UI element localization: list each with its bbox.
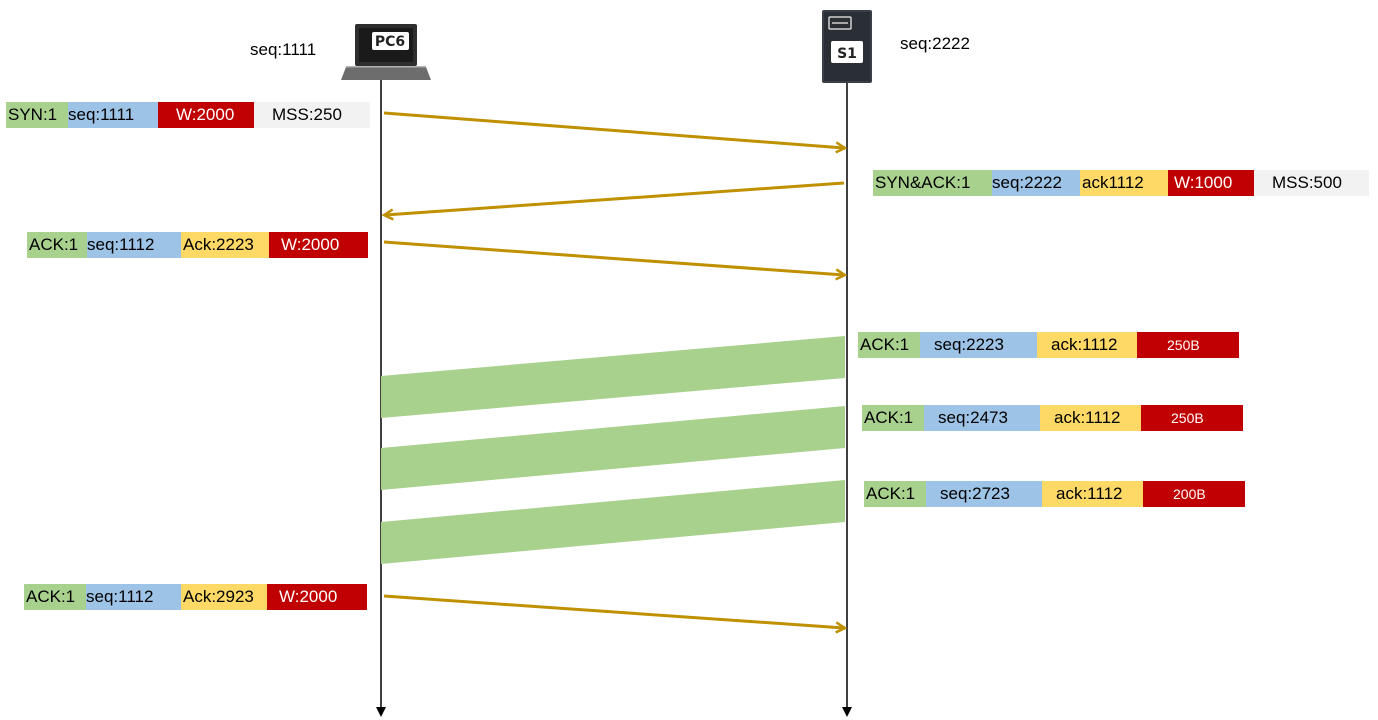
window-field: W:1000: [1168, 170, 1254, 196]
syn-segment-label: SYN:1 seq:1111 W:2000 MSS:250: [6, 102, 370, 128]
size-field: 200B: [1143, 481, 1245, 507]
flag-field: ACK:1: [27, 232, 87, 258]
flag-field: SYN:1: [6, 102, 68, 128]
flag-field: ACK:1: [24, 584, 86, 610]
ack-field: Ack:2223: [181, 232, 269, 258]
data-segment-band: [381, 406, 845, 490]
syn-arrow: [383, 111, 844, 148]
synack-arrow: [385, 181, 845, 215]
window-field: W:2000: [158, 102, 254, 128]
server-device-label: S1: [837, 46, 857, 62]
client-seq-label: seq:1111: [250, 40, 317, 59]
flag-field: ACK:1: [864, 481, 926, 507]
synack-segment-label: SYN&ACK:1 seq:2222 ack1112 W:1000 MSS:50…: [873, 170, 1369, 196]
ack-field: Ack:2923: [181, 584, 267, 610]
ack-field: ack:1112: [1037, 332, 1137, 358]
mss-field: MSS:500: [1254, 170, 1369, 196]
data-segment-band: [381, 480, 845, 564]
ack-segment-label: ACK:1 seq:1112 Ack:2223 W:2000: [27, 232, 368, 258]
client-device-label: PC6: [375, 34, 405, 50]
data-segment-band: [381, 336, 845, 418]
server-seq-label: seq:2222: [900, 34, 970, 53]
seq-field: seq:1112: [87, 232, 181, 258]
final-ack-arrow: [383, 594, 844, 628]
mss-field: MSS:250: [254, 102, 370, 128]
flag-field: ACK:1: [858, 332, 920, 358]
size-field: 250B: [1137, 332, 1239, 358]
data-segment-label: ACK:1 seq:2473 ack:1112 250B: [862, 405, 1243, 431]
seq-field: seq:1112: [86, 584, 181, 610]
ack-field: ack:1112: [1042, 481, 1143, 507]
seq-field: seq:2473: [924, 405, 1040, 431]
data-segment-label: ACK:1 seq:2723 ack:1112 200B: [864, 481, 1245, 507]
size-field: 250B: [1141, 405, 1243, 431]
seq-field: seq:2723: [926, 481, 1042, 507]
data-segment-label: ACK:1 seq:2223 ack:1112 250B: [858, 332, 1239, 358]
seq-field: seq:2222: [992, 170, 1080, 196]
ack-field: ack1112: [1080, 170, 1168, 196]
server-icon: S1: [822, 10, 872, 83]
ack-arrow: [383, 240, 844, 275]
final-ack-segment-label: ACK:1 seq:1112 Ack:2923 W:2000: [24, 584, 367, 610]
flag-field: SYN&ACK:1: [873, 170, 992, 196]
window-field: W:2000: [269, 232, 368, 258]
seq-field: seq:2223: [920, 332, 1037, 358]
seq-field: seq:1111: [68, 102, 158, 128]
window-field: W:2000: [267, 584, 367, 610]
laptop-icon: PC6: [341, 24, 431, 80]
flag-field: ACK:1: [862, 405, 924, 431]
ack-field: ack:1112: [1040, 405, 1141, 431]
